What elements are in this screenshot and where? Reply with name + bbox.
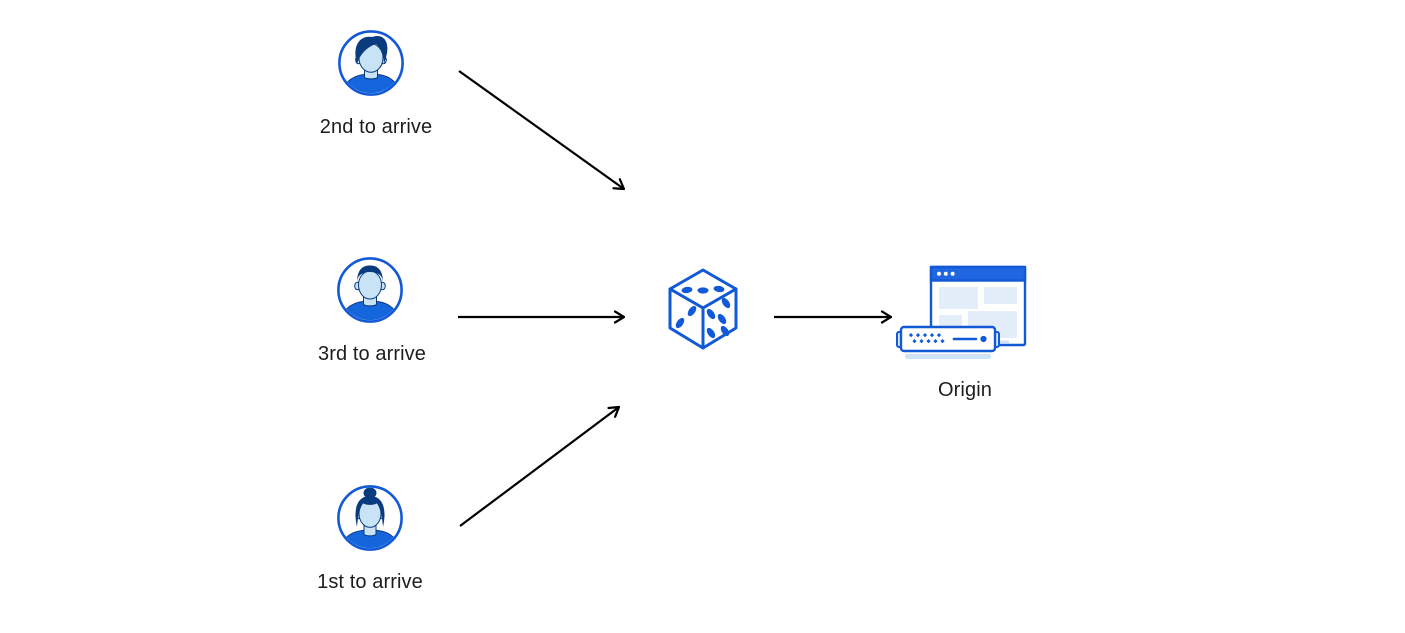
load-balancer-node (666, 266, 740, 354)
user-avatar-man-swept-hair-icon (338, 30, 404, 96)
origin-node (896, 264, 1028, 366)
client-node-2nd (337, 29, 405, 97)
client-node-3rd (336, 256, 404, 324)
arrow-client-1st-to-dice (459, 405, 621, 527)
client-label-2nd: 2nd to arrive (319, 116, 433, 138)
client-node-1st (336, 484, 404, 552)
arrow-client-2nd-to-dice (458, 70, 626, 191)
origin-label: Origin (938, 379, 992, 401)
dice-icon (668, 268, 738, 350)
origin-server-browser-icon (896, 265, 1027, 359)
user-avatar-man-short-hair-icon (337, 257, 403, 323)
user-avatar-woman-bun-icon (337, 485, 403, 551)
client-label-3rd: 3rd to arrive (317, 343, 426, 365)
client-label-1st: 1st to arrive (317, 571, 423, 593)
